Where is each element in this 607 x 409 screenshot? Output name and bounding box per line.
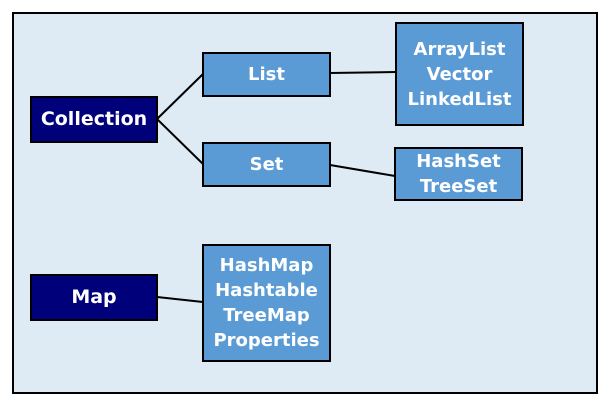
implementation-item: Properties: [213, 330, 320, 351]
implementation-item: TreeMap: [223, 305, 310, 326]
set-label: Set: [249, 154, 284, 175]
edge-collection-set: [156, 118, 204, 165]
edge-map-implementations: [156, 296, 204, 303]
implementation-item: Vector: [426, 63, 493, 85]
set-node: Set: [202, 142, 331, 187]
map-implementations-node: HashMap Hashtable TreeMap Properties: [202, 244, 331, 362]
map-label: Map: [71, 286, 117, 308]
list-label: List: [248, 64, 285, 85]
list-node: List: [202, 52, 331, 97]
list-implementations-node: ArrayList Vector LinkedList: [395, 22, 524, 126]
implementation-item: Hashtable: [215, 280, 318, 301]
edge-set-implementations: [329, 164, 396, 177]
edge-collection-list: [156, 73, 204, 120]
edge-list-implementations: [329, 71, 397, 74]
collection-label: Collection: [40, 108, 148, 130]
collection-node: Collection: [30, 96, 158, 143]
implementation-item: LinkedList: [407, 88, 512, 110]
implementation-item: TreeSet: [419, 176, 498, 197]
map-node: Map: [30, 274, 158, 321]
set-implementations-node: HashSet TreeSet: [394, 147, 523, 201]
implementation-item: HashMap: [219, 255, 314, 276]
implementation-item: ArrayList: [413, 38, 506, 60]
implementation-item: HashSet: [416, 151, 501, 172]
